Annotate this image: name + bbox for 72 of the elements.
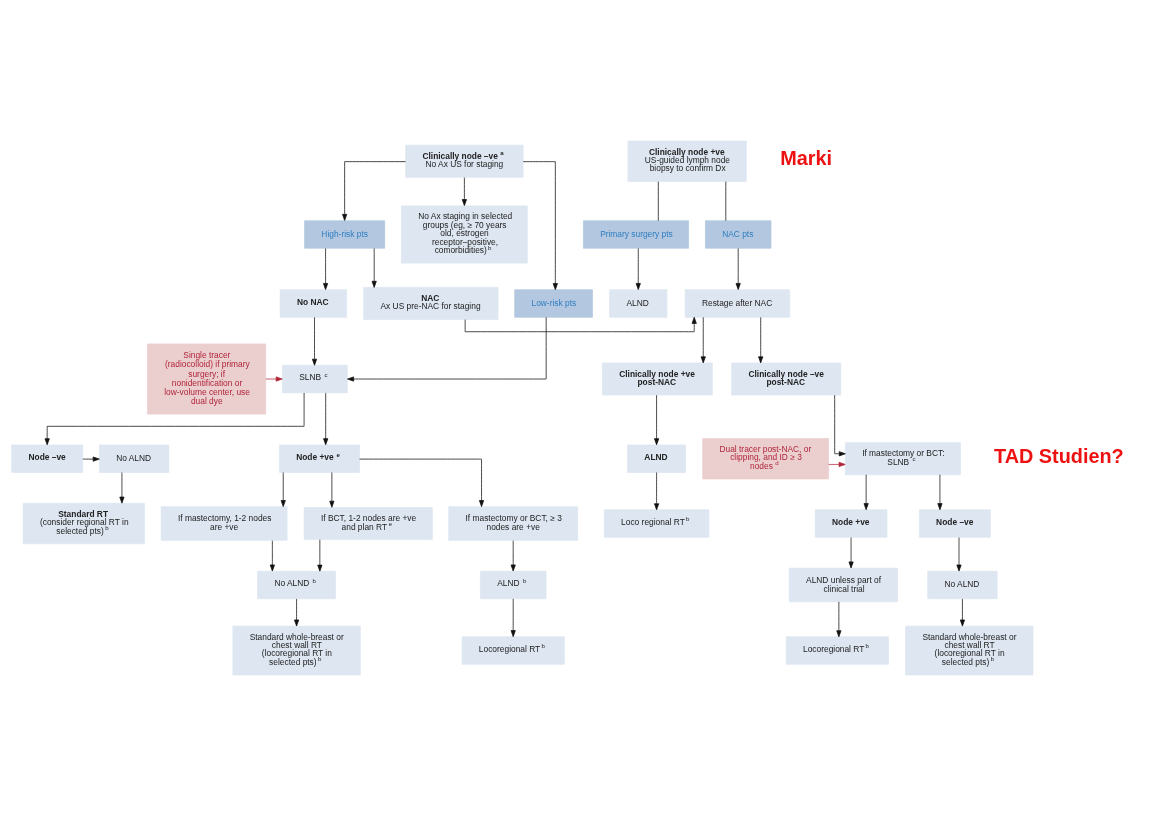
node-box: Restage after NAC (684, 289, 791, 318)
arrow (828, 461, 846, 467)
node-box: NAC Ax US pre-NAC for staging (363, 287, 499, 320)
node-box: Low-risk pts (514, 289, 593, 318)
arrow (735, 248, 741, 290)
node-box: If mastectomy, 1-2 nodes are +ve (160, 506, 288, 541)
arrow (834, 394, 846, 457)
node-box: No ALND (927, 570, 998, 600)
node-box: Locoregional RT$^{b}$ (785, 636, 889, 665)
arrow (522, 161, 558, 291)
node-box: High-risk pts (304, 220, 386, 249)
arrow (82, 456, 100, 462)
arrow (323, 248, 329, 290)
label: Marki (780, 147, 832, 170)
node-box: Clinically node +ve post-NAC (602, 362, 713, 396)
arrow (510, 540, 516, 572)
node-box: No ALND (99, 444, 170, 473)
node-box: Standard whole-breast or chest wall RT (locoregional RT in selected pts)$^{b}$ (905, 625, 1034, 676)
node-box: Standard RT (consider regional RT in selected pts)$^{b}$ (22, 502, 145, 545)
node-box: No Ax staging in selected groups (eg, ≥ 70 years old, estrogen receptor–positive, comorbidities)$^{b}$ (401, 205, 528, 264)
node-box: If mastectomy or BCT, ≥ 3 nodes are +ve (448, 506, 578, 541)
arrow (44, 392, 305, 446)
arrow (294, 598, 300, 627)
node-box: Primary surgery pts (583, 220, 689, 249)
arrow (265, 376, 283, 382)
arrow (312, 317, 317, 366)
node-box: No NAC (279, 289, 347, 318)
arrow (654, 394, 660, 446)
node-box: ALND$^{b}$ (480, 570, 547, 600)
arrow (863, 474, 869, 511)
node-box: If BCT, 1-2 nodes are +ve and plan RT$^{e}$ (303, 507, 433, 540)
node-box: ALND unless part of clinical trial (788, 567, 898, 603)
node-box: Node –ve (918, 509, 991, 538)
arrow (323, 392, 329, 446)
arrow (329, 472, 335, 508)
arrow (700, 317, 706, 364)
node-box: Clinically node –ve$^{a}$ No Ax US for staging (405, 144, 524, 178)
node-box: ALND (609, 289, 668, 318)
node-box: Clinically node +ve US-guided lymph node biopsy to confirm Dx (627, 140, 747, 182)
label: TAD Studien? (994, 444, 1124, 467)
arrow (510, 598, 516, 638)
node-box: Standard whole-breast or chest wall RT (locoregional RT in selected pts)$^{b}$ (232, 625, 361, 676)
arrow (758, 317, 764, 364)
arrow (280, 472, 286, 507)
arrow (848, 537, 854, 569)
node-box: Dual tracer post-NAC, or clipping, and ID ≥ 3 nodes$^{d}$ (702, 438, 829, 480)
node-box: Node –ve (11, 444, 83, 473)
arrow (119, 472, 125, 504)
arrow (317, 539, 323, 572)
node-box: SLNB$^{c}$ (282, 364, 348, 394)
arrow (959, 598, 965, 627)
node-box: ALND (627, 444, 686, 473)
arrow (461, 177, 467, 206)
node-box: Clinically node –ve post-NAC (731, 362, 842, 396)
arrow (937, 474, 943, 511)
arrow (654, 472, 660, 511)
arrow (635, 248, 641, 290)
arrow (342, 161, 406, 221)
arrow (956, 537, 962, 572)
node-box: NAC pts (705, 220, 772, 249)
arrow (347, 317, 547, 382)
node-box: No ALND$^{b}$ (257, 570, 336, 600)
node-box: Node +ve$^{e}$ (279, 444, 360, 473)
arrow (269, 540, 275, 572)
node-box: If mastectomy or BCT: SLNB$^{c}$ (845, 442, 961, 476)
node-box: Node +ve (814, 509, 888, 538)
arrow (371, 248, 377, 288)
node-box: Loco regional RT$^{b}$ (603, 509, 710, 538)
arrow (359, 458, 485, 507)
arrow (836, 601, 842, 638)
node-box: Single tracer (radiocolloid) if primary surgery; if nonidentification or low-volume center, use dual dye (147, 343, 267, 415)
node-box: Locoregional RT$^{b}$ (461, 636, 565, 665)
